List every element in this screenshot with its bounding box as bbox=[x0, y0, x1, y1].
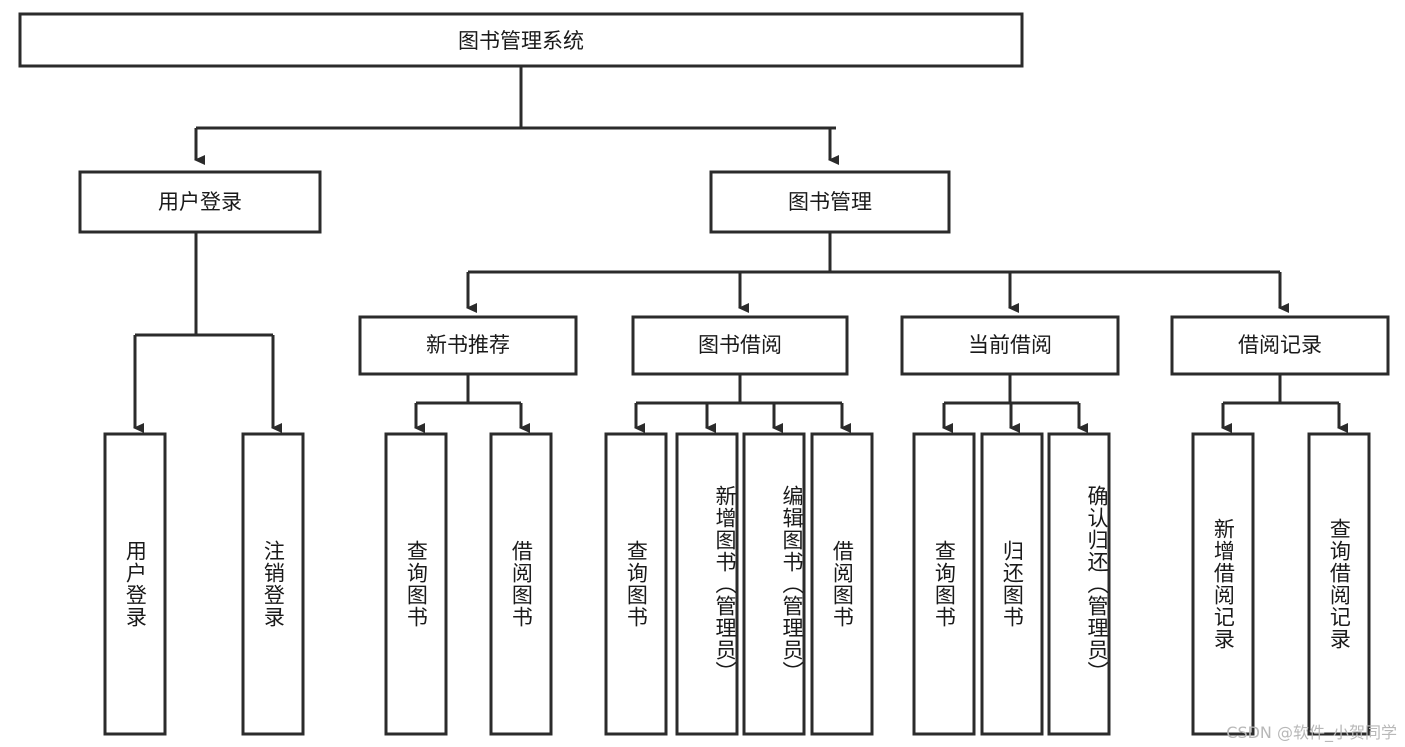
leaf-box-add-record[interactable] bbox=[1191, 432, 1255, 736]
connector-user-login-to-children bbox=[133, 232, 282, 433]
connector-book-manage-to-children bbox=[466, 232, 1289, 313]
node-user-login-label: 用户登录 bbox=[158, 190, 242, 214]
leaf-box-edit-book[interactable] bbox=[742, 432, 806, 736]
node-borrow-record[interactable]: 借阅记录 bbox=[1170, 315, 1390, 376]
node-root-system[interactable]: 图书管理系统 bbox=[18, 12, 1024, 68]
node-book-borrow[interactable]: 图书借阅 bbox=[631, 315, 849, 376]
leaf-box-borrow-book-2[interactable] bbox=[810, 432, 874, 736]
node-user-login[interactable]: 用户登录 bbox=[78, 170, 322, 234]
leaf-box-user-login[interactable] bbox=[103, 432, 167, 736]
leaf-box-return-book[interactable] bbox=[980, 432, 1044, 736]
connector-root-to-bus bbox=[196, 66, 836, 130]
leaf-box-confirm-return[interactable] bbox=[1047, 432, 1111, 736]
leaf-box-logout[interactable] bbox=[241, 432, 305, 736]
node-current-borrow-label: 当前借阅 bbox=[968, 333, 1052, 357]
node-new-book-recommend[interactable]: 新书推荐 bbox=[358, 315, 578, 376]
node-book-manage-label: 图书管理 bbox=[788, 190, 872, 214]
leaf-box-borrow-book-1[interactable] bbox=[489, 432, 553, 736]
watermark-text: CSDN @软件_小贺同学 bbox=[1226, 723, 1397, 742]
connector-current-borrow-to-leaves bbox=[942, 374, 1088, 433]
leaf-box-query-record[interactable] bbox=[1307, 432, 1371, 736]
node-new-book-recommend-label: 新书推荐 bbox=[426, 333, 510, 357]
leaf-box-query-book-2[interactable] bbox=[604, 432, 668, 736]
leaf-box-query-book-3[interactable] bbox=[912, 432, 976, 736]
node-current-borrow[interactable]: 当前借阅 bbox=[900, 315, 1120, 376]
leaf-box-add-book[interactable] bbox=[675, 432, 739, 736]
node-book-borrow-label: 图书借阅 bbox=[698, 333, 782, 357]
leaf-box-query-book-1[interactable] bbox=[384, 432, 448, 736]
connector-borrow-record-to-leaves bbox=[1221, 374, 1348, 433]
node-root-system-label: 图书管理系统 bbox=[458, 29, 584, 53]
connector-new-book-to-leaves bbox=[414, 374, 530, 433]
connector-book-borrow-to-leaves bbox=[634, 374, 851, 433]
node-borrow-record-label: 借阅记录 bbox=[1238, 333, 1322, 357]
node-book-manage[interactable]: 图书管理 bbox=[709, 170, 951, 234]
